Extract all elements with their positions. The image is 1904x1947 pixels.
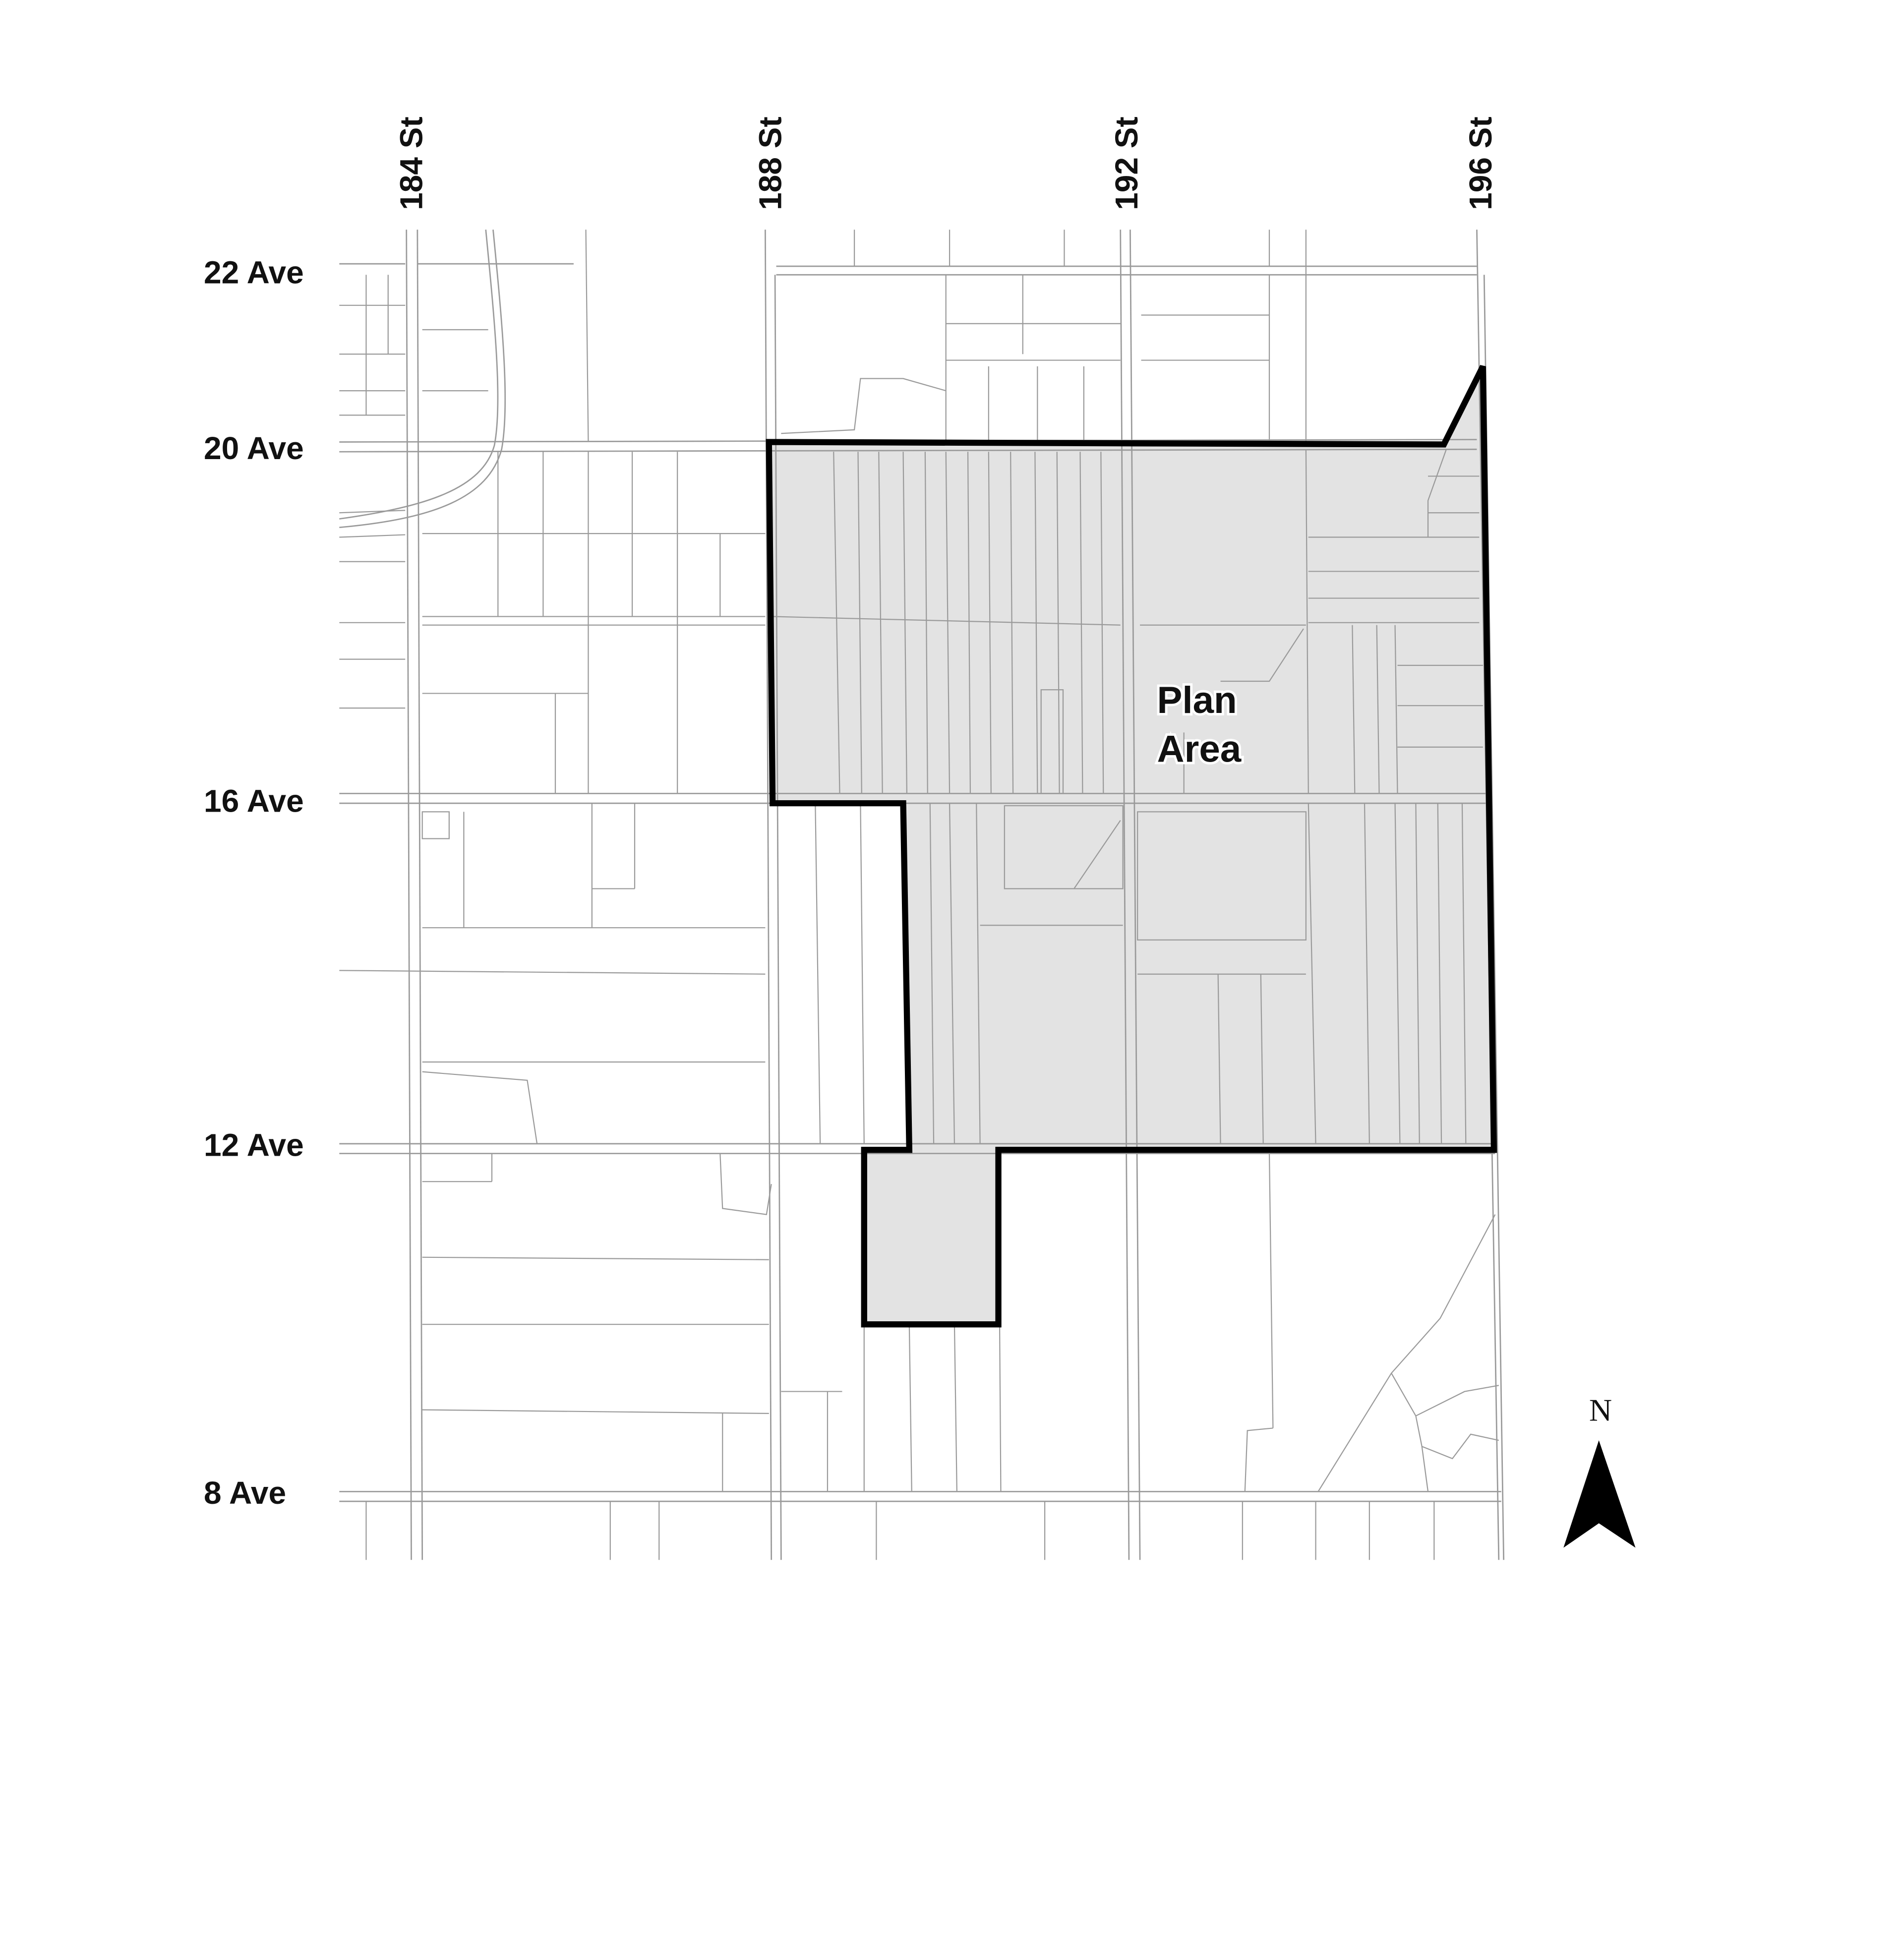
- plan-area-fill: [769, 366, 1494, 1325]
- parcel-lines: [339, 230, 1499, 1560]
- street-label-188: 188 St: [752, 117, 788, 210]
- street-label-196: 196 St: [1463, 117, 1498, 210]
- street-label-192: 192 St: [1109, 117, 1144, 210]
- avenue-label-12: 12 Ave: [204, 1127, 304, 1163]
- north-arrow-label: N: [1589, 1393, 1612, 1428]
- avenue-label-16: 16 Ave: [204, 783, 304, 819]
- street-label-184: 184 St: [394, 117, 429, 210]
- plan-area-label-line1: Plan: [1157, 679, 1237, 721]
- north-arrow-icon: [1563, 1440, 1636, 1548]
- plan-area-boundary: [766, 365, 1497, 1328]
- avenue-label-20: 20 Ave: [204, 430, 304, 466]
- plan-area-label-line2: Area: [1157, 728, 1242, 770]
- avenue-label-22: 22 Ave: [204, 255, 304, 291]
- north-arrow: N: [1563, 1393, 1636, 1548]
- avenue-label-8: 8 Ave: [204, 1475, 286, 1511]
